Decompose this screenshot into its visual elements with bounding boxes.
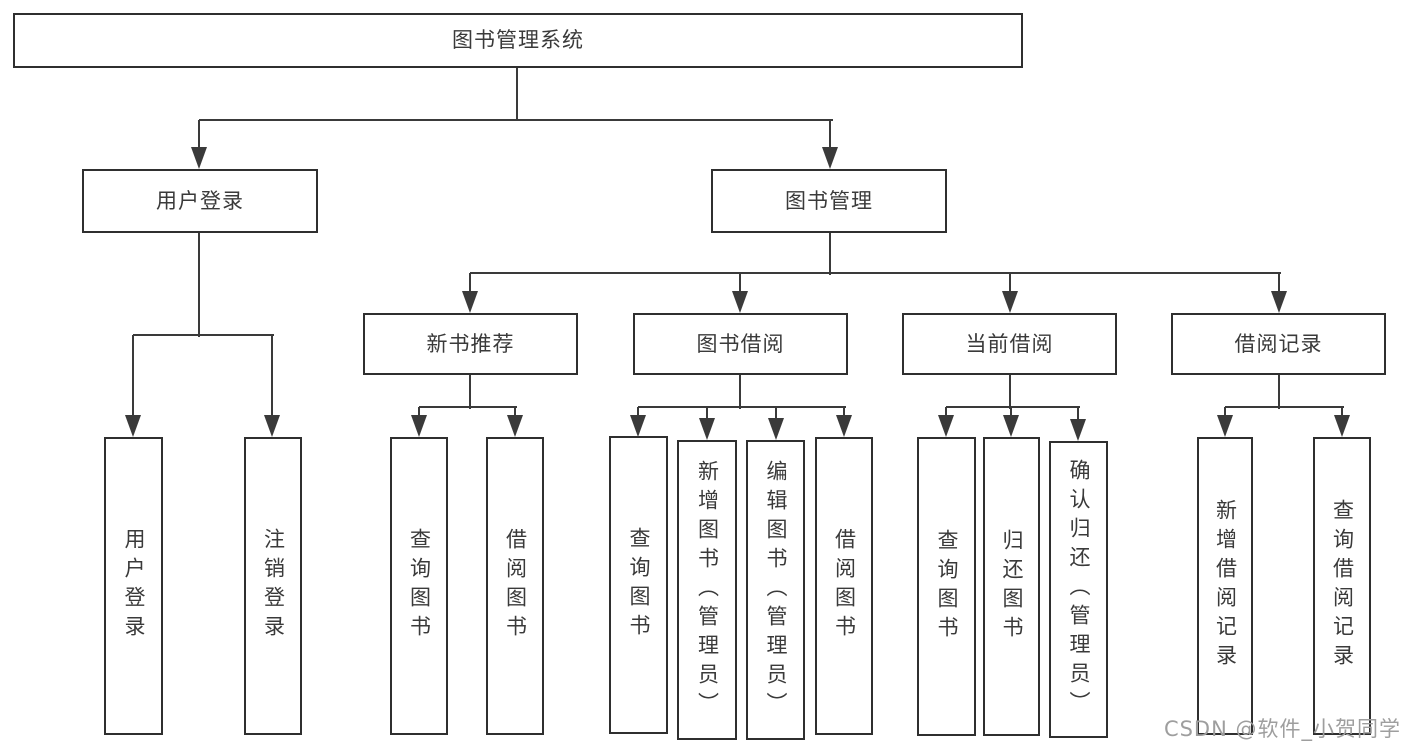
node-book-management: 图书管理 bbox=[711, 169, 947, 233]
leaf-query-books-borrow: 查询图书 bbox=[609, 436, 668, 734]
connector-vline bbox=[739, 375, 741, 409]
arrowhead-down-icon bbox=[1070, 419, 1086, 441]
connector-vline bbox=[1278, 273, 1280, 297]
leaf-user-login: 用户登录 bbox=[104, 437, 163, 735]
connector-vline bbox=[706, 407, 708, 423]
connector-vline bbox=[739, 273, 741, 297]
node-label: 查询图书 bbox=[407, 528, 432, 644]
node-label: 图书管理 bbox=[785, 188, 873, 213]
connector-vline bbox=[1278, 375, 1280, 409]
leaf-query-borrow-record: 查询借阅记录 bbox=[1313, 437, 1371, 735]
arrowhead-down-icon bbox=[1003, 415, 1019, 437]
arrowhead-down-icon bbox=[411, 415, 427, 437]
node-label: 新增图书（管理员） bbox=[695, 459, 720, 721]
connector-vline bbox=[469, 273, 471, 297]
node-label: 编辑图书（管理员） bbox=[764, 459, 788, 721]
arrowhead-down-icon bbox=[264, 415, 280, 437]
connector-vline bbox=[516, 68, 518, 121]
node-label: 借阅图书 bbox=[503, 528, 528, 644]
node-label: 注销登录 bbox=[261, 528, 286, 644]
node-label: 借阅图书 bbox=[832, 528, 857, 644]
connector-hline bbox=[133, 334, 274, 336]
connector-vline bbox=[469, 375, 471, 409]
arrowhead-down-icon bbox=[836, 415, 852, 437]
arrowhead-down-icon bbox=[699, 418, 715, 440]
arrowhead-down-icon bbox=[768, 418, 784, 440]
leaf-add-book-admin: 新增图书（管理员） bbox=[677, 440, 737, 740]
connector-vline bbox=[132, 335, 134, 421]
connector-vline bbox=[1077, 407, 1079, 423]
arrowhead-down-icon bbox=[1217, 415, 1233, 437]
node-label: 图书管理系统 bbox=[452, 28, 584, 52]
leaf-query-books-recommend: 查询图书 bbox=[390, 437, 448, 735]
leaf-borrow-books-manage: 借阅图书 bbox=[815, 437, 873, 735]
arrowhead-down-icon bbox=[507, 415, 523, 437]
arrowhead-down-icon bbox=[1271, 291, 1287, 313]
leaf-edit-book-admin: 编辑图书（管理员） bbox=[746, 440, 805, 740]
node-label: 用户登录 bbox=[156, 188, 244, 213]
leaf-add-borrow-record: 新增借阅记录 bbox=[1197, 437, 1253, 735]
connector-vline bbox=[198, 120, 200, 153]
node-label: 用户登录 bbox=[122, 528, 146, 644]
leaf-query-books-current: 查询图书 bbox=[917, 437, 976, 736]
node-current-borrow: 当前借阅 bbox=[902, 313, 1117, 375]
node-new-book-recommend: 新书推荐 bbox=[363, 313, 578, 375]
arrowhead-down-icon bbox=[732, 291, 748, 313]
node-library-management-system: 图书管理系统 bbox=[13, 13, 1023, 68]
arrowhead-down-icon bbox=[1334, 415, 1350, 437]
connector-vline bbox=[829, 233, 831, 275]
node-label: 查询图书 bbox=[627, 527, 651, 643]
node-label: 确认归还（管理员） bbox=[1067, 459, 1091, 720]
leaf-borrow-books-recommend: 借阅图书 bbox=[486, 437, 544, 735]
arrowhead-down-icon bbox=[125, 415, 141, 437]
connector-hline bbox=[419, 406, 517, 408]
connector-vline bbox=[198, 233, 200, 337]
node-label: 当前借阅 bbox=[965, 331, 1054, 356]
connector-hline bbox=[470, 272, 1281, 274]
node-book-borrow: 图书借阅 bbox=[633, 313, 848, 375]
arrowhead-down-icon bbox=[462, 291, 478, 313]
node-label: 借阅记录 bbox=[1234, 331, 1323, 356]
node-label: 查询借阅记录 bbox=[1330, 499, 1355, 673]
node-label: 图书借阅 bbox=[696, 331, 785, 356]
arrowhead-down-icon bbox=[938, 415, 954, 437]
node-label: 查询图书 bbox=[935, 528, 959, 645]
node-label: 归还图书 bbox=[1000, 528, 1024, 645]
connector-hline bbox=[1225, 406, 1344, 408]
connector-vline bbox=[271, 335, 273, 421]
node-borrow-records: 借阅记录 bbox=[1171, 313, 1386, 375]
connector-vline bbox=[775, 407, 777, 423]
leaf-confirm-return-admin: 确认归还（管理员） bbox=[1049, 441, 1108, 738]
node-user-login: 用户登录 bbox=[82, 169, 318, 233]
arrowhead-down-icon bbox=[191, 147, 207, 169]
arrowhead-down-icon bbox=[630, 415, 646, 437]
node-label: 新增借阅记录 bbox=[1213, 499, 1238, 673]
connector-hline bbox=[638, 406, 846, 408]
node-label: 新书推荐 bbox=[426, 331, 515, 356]
leaf-logout: 注销登录 bbox=[244, 437, 302, 735]
leaf-return-book: 归还图书 bbox=[983, 437, 1040, 736]
connector-vline bbox=[829, 120, 831, 153]
connector-vline bbox=[1009, 375, 1011, 409]
connector-hline bbox=[946, 406, 1080, 408]
connector-vline bbox=[1009, 273, 1011, 297]
arrowhead-down-icon bbox=[822, 147, 838, 169]
csdn-watermark: CSDN @软件_小贺同学 bbox=[1163, 717, 1401, 741]
arrowhead-down-icon bbox=[1002, 291, 1018, 313]
